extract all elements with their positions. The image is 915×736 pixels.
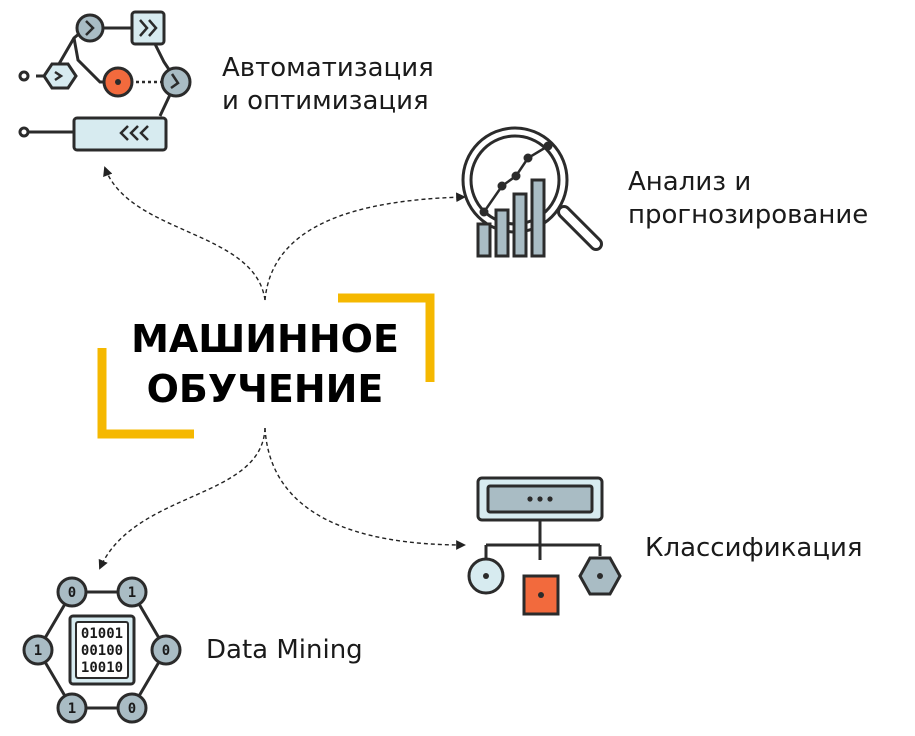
node-digit: 0 bbox=[162, 643, 170, 659]
page-title: МАШИННОЕ ОБУЧЕНИЕ bbox=[110, 314, 420, 414]
title-frame bbox=[97, 293, 435, 439]
node-digit: 1 bbox=[34, 643, 42, 659]
title-line-1: МАШИННОЕ bbox=[131, 317, 399, 361]
node-digit: 0 bbox=[68, 585, 76, 601]
frame-corner-bottom-left bbox=[97, 348, 194, 439]
node-label-analysis: Анализ и прогнозирование bbox=[628, 166, 868, 232]
node-label-classification: Классификация bbox=[645, 533, 863, 563]
connector-analysis bbox=[264, 192, 466, 301]
hierarchy-icon bbox=[467, 476, 622, 616]
analysis-line-1: Анализ и bbox=[628, 167, 752, 197]
binary-row: 10010 bbox=[81, 660, 123, 676]
analysis-line-2: прогнозирование bbox=[628, 200, 869, 230]
automation-line-2: и оптимизация bbox=[222, 86, 429, 116]
connectors bbox=[98, 166, 466, 570]
node-circles bbox=[22, 576, 182, 724]
magnifier-chart-icon bbox=[461, 126, 603, 258]
binary-row: 00100 bbox=[81, 643, 123, 659]
node-digit: 1 bbox=[68, 701, 76, 717]
workflow-icon bbox=[18, 10, 192, 152]
frame-corner-top-right bbox=[338, 293, 435, 382]
title-line-2: ОБУЧЕНИЕ bbox=[146, 367, 384, 411]
binary-row: 01001 bbox=[81, 626, 123, 642]
automation-line-1: Автоматизация bbox=[222, 53, 434, 83]
connector-classification bbox=[264, 427, 466, 550]
binary-network-icon bbox=[22, 576, 182, 724]
node-digit: 1 bbox=[128, 585, 136, 601]
connector-datamining bbox=[98, 427, 266, 570]
node-digit: 0 bbox=[128, 701, 136, 717]
connector-automation bbox=[103, 166, 266, 301]
binary-network-text: 01001 00100 10010 0 1 1 0 1 0 bbox=[34, 585, 170, 717]
node-label-datamining: Data Mining bbox=[206, 635, 363, 665]
node-label-automation: Автоматизация и оптимизация bbox=[222, 52, 434, 118]
